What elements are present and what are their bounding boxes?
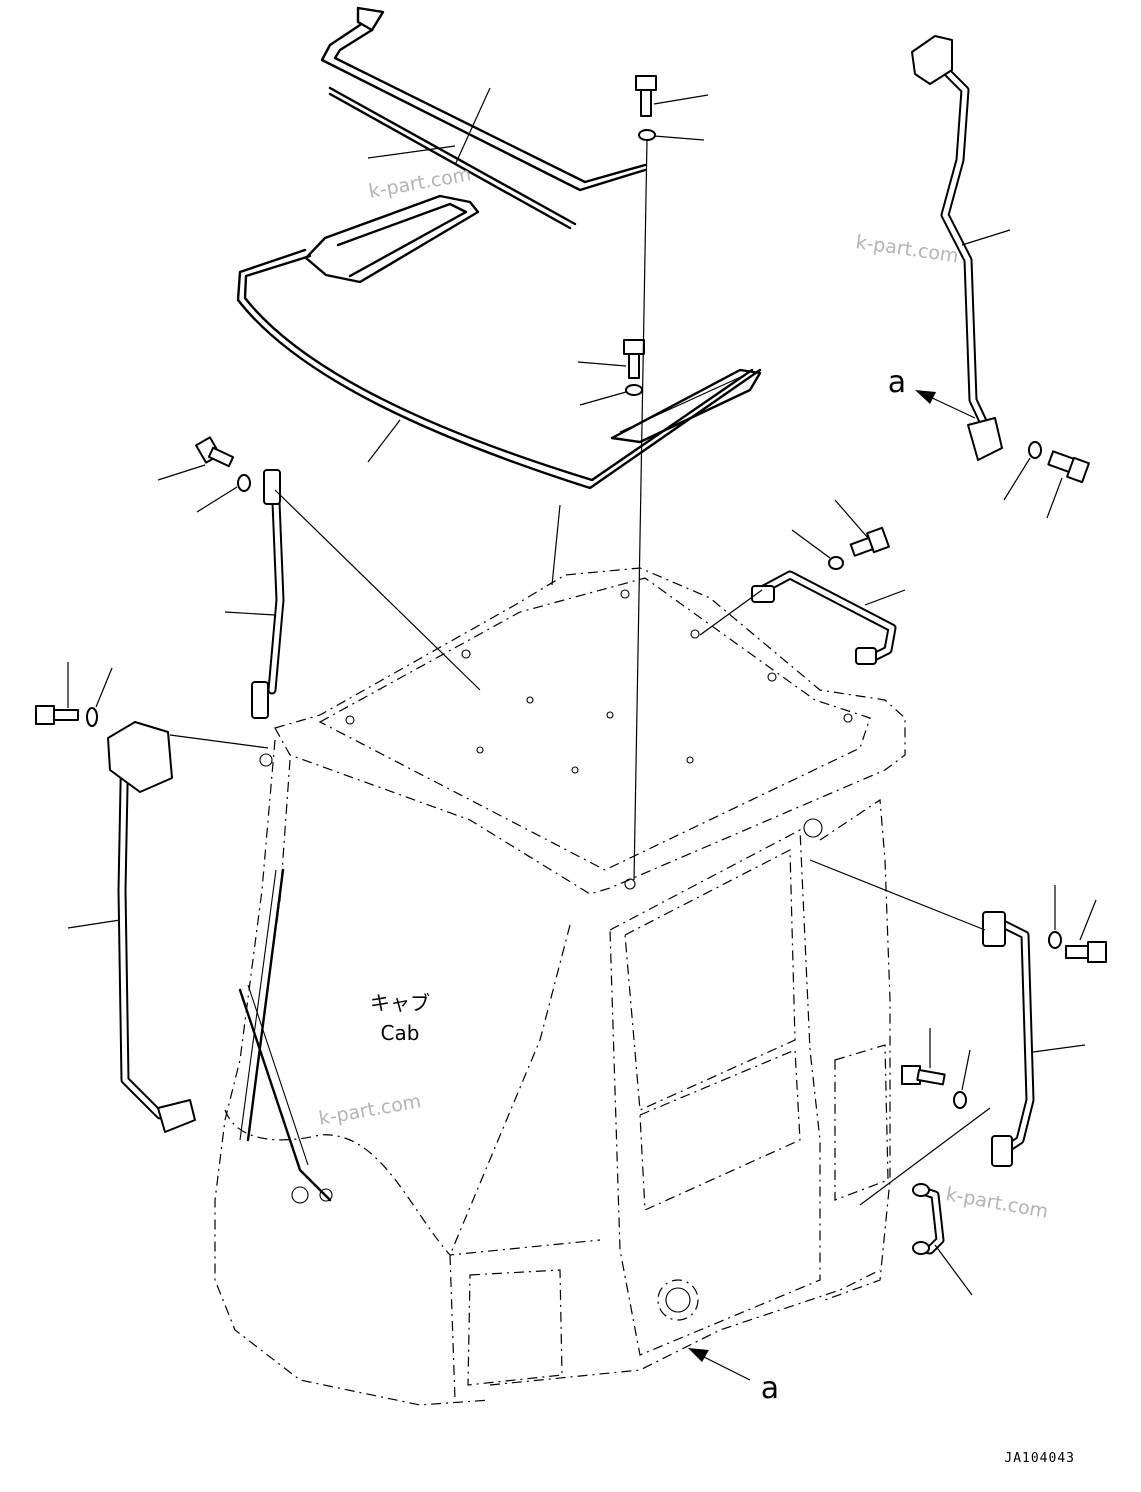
washer-right-lower: [953, 1091, 967, 1109]
cab-corner-pillar: [449, 924, 571, 1401]
left-handrail: [107, 721, 196, 1133]
top-guard-frame: [236, 194, 762, 490]
cab-roof-inner: [318, 577, 871, 871]
cab-door-frame: [609, 829, 821, 1356]
cab-door-lower-window: [639, 1049, 801, 1211]
cab-label-japanese: キャブ: [370, 991, 430, 1015]
top-right-handrail: [911, 35, 1003, 461]
washer-top-upper: [638, 129, 656, 141]
view-mark-a-top: a: [888, 365, 906, 400]
washer-top-lower: [625, 384, 643, 396]
cab-rear-side: [819, 798, 891, 1301]
bolt-right-lower: [901, 1065, 946, 1086]
cab-bottom: [489, 1269, 881, 1386]
right-side-handrail: [982, 911, 1035, 1167]
view-mark-a-bottom: a: [761, 1371, 779, 1406]
callout-leaders: [67, 87, 1097, 1296]
watermark-4: k-part.com: [944, 1183, 1050, 1223]
right-lower-grip: [912, 1183, 945, 1255]
watermark-1: k-part.com: [367, 163, 473, 203]
cab-front-pillar-left: [261, 759, 291, 1031]
cab-rear-panel: [834, 1044, 889, 1201]
washer-top-right: [1028, 441, 1042, 459]
assembly-lines: [169, 139, 991, 1206]
bolt-right-side: [1065, 941, 1107, 963]
top-guard-strip: [328, 86, 577, 230]
cab-roof-outline: [274, 567, 906, 895]
bolt-left-handrail: [35, 705, 79, 725]
view-arrow-bottom: [688, 1348, 751, 1381]
drawing-number: JA104043: [1004, 1451, 1075, 1466]
cab-body: [214, 567, 906, 1406]
cab-corner-boss: [803, 818, 823, 838]
watermark-3: k-part.com: [317, 1090, 423, 1130]
cab-door-window: [624, 849, 796, 1111]
roof-holes: [345, 589, 853, 890]
washer-left-handrail: [86, 707, 98, 727]
cab-front-lower: [224, 1109, 601, 1256]
washer-right-side: [1048, 931, 1062, 949]
cab-left-boss: [259, 753, 273, 767]
bolt-top-lower: [623, 339, 645, 379]
cab-front-window: [467, 1269, 563, 1386]
washer-right-roof: [828, 556, 844, 570]
cab-left-side: [214, 739, 491, 1406]
cab-step-ring-inner: [665, 1287, 691, 1313]
washer-left-stay: [237, 474, 251, 492]
bolt-right-roof: [849, 526, 890, 557]
bolt-top-right: [1047, 450, 1090, 484]
cab-step-ring: [657, 1279, 699, 1321]
bolt-top-upper: [635, 75, 657, 117]
front-wiper: [238, 868, 333, 1204]
left-roof-stay: [251, 469, 285, 719]
right-roof-handle: [751, 570, 897, 665]
cab-label-english: Cab: [381, 1021, 420, 1045]
bolt-left-stay: [195, 436, 235, 468]
top-guard-upper-bar: [320, 6, 647, 192]
watermark-2: k-part.com: [854, 231, 960, 267]
view-arrow-top: [915, 390, 976, 419]
